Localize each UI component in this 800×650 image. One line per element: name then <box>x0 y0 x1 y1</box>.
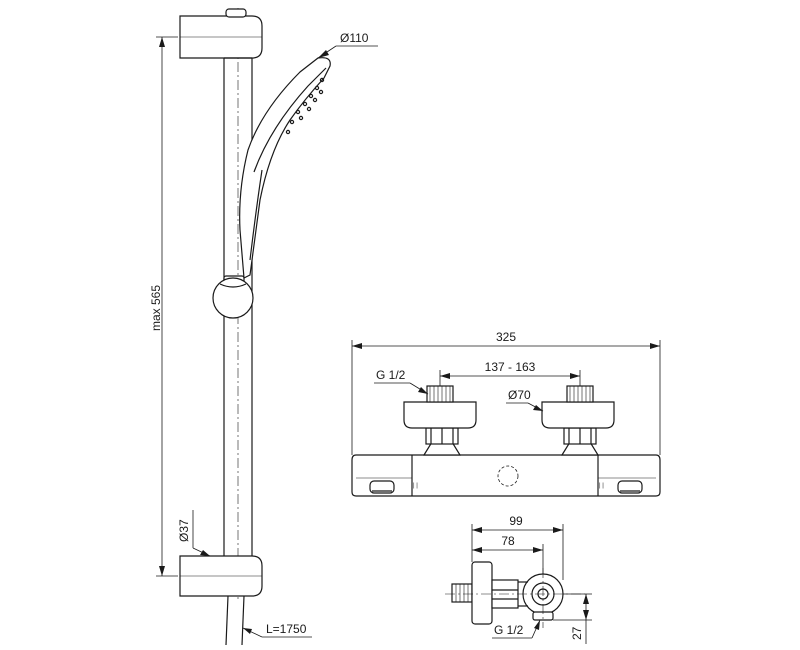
top-wall-bracket <box>179 8 263 59</box>
mixer-side-view: 99 78 27 G 1/2 <box>445 514 592 644</box>
thermostat-outline <box>497 465 519 487</box>
right-eccentric <box>541 385 615 456</box>
handshower-diameter-leader: Ø110 <box>317 31 378 59</box>
left-eccentric <box>403 385 477 456</box>
hose-length-label: L=1750 <box>266 622 307 636</box>
side-outlet-thread-leader: G 1/2 <box>492 619 541 639</box>
handshower-diameter-label: Ø110 <box>340 31 369 45</box>
mixer-body: | | | | <box>351 454 661 497</box>
mixer-front-view: | | | | <box>351 330 661 497</box>
hand-shower <box>239 57 331 279</box>
bottom-wall-bracket <box>179 555 263 597</box>
inlet-thread-label: G 1/2 <box>376 368 406 382</box>
shower-rail-set: max 565 Ø110 Ø37 L=1750 <box>149 8 378 646</box>
shower-hose <box>225 595 245 646</box>
cover-diameter-leader: Ø70 <box>506 388 544 412</box>
mixer-width-label: 325 <box>496 330 516 344</box>
side-body <box>518 573 564 621</box>
hot-mark: | | <box>599 483 604 489</box>
cover-diameter-label: Ø70 <box>508 388 531 402</box>
hose-length-leader: L=1750 <box>242 622 312 638</box>
side-cover-plate <box>471 561 493 625</box>
inlet-centers-dimension: 137 - 163 <box>439 360 581 386</box>
side-outlet-height-dimension: 27 <box>553 593 592 644</box>
rail-height-dimension: max 565 <box>149 36 178 577</box>
side-outlet-height-label: 27 <box>570 626 584 640</box>
mixer-width-dimension: 325 <box>351 330 661 455</box>
inlet-thread-leader: G 1/2 <box>374 368 429 395</box>
side-outlet-thread-label: G 1/2 <box>494 623 524 637</box>
inlet-centers-label: 137 - 163 <box>485 360 536 374</box>
rail-diameter-leader: Ø37 <box>177 510 211 557</box>
spray-nozzles <box>285 77 325 135</box>
side-depth-total-label: 99 <box>509 514 523 528</box>
rail-diameter-label: Ø37 <box>177 519 191 542</box>
rail-height-label: max 565 <box>149 285 163 331</box>
rail-slider <box>212 275 254 319</box>
side-depth-inner-label: 78 <box>501 534 515 548</box>
side-inlet-nipple <box>451 583 473 603</box>
side-depth-inner-dimension: 78 <box>472 534 544 574</box>
side-depth-total-dimension: 99 <box>471 514 564 580</box>
cold-mark: | | <box>413 483 418 489</box>
